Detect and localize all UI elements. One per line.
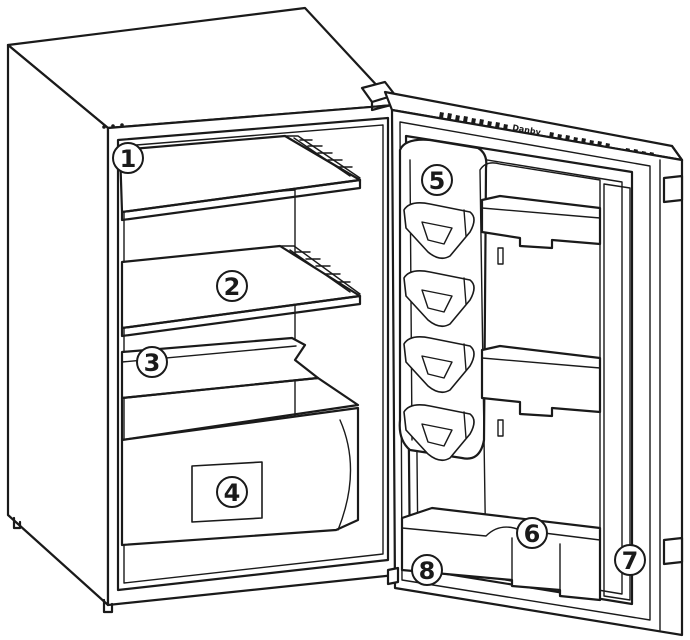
callout-1: 1 (112, 142, 144, 174)
bottom-hinge (386, 566, 400, 586)
side-leg (12, 516, 22, 530)
callout-label: 3 (144, 349, 161, 377)
callout-label: 8 (419, 557, 436, 585)
middle-door-shelf (480, 344, 602, 418)
door-side-bracket-bottom (662, 536, 684, 566)
callout-label: 6 (524, 520, 541, 548)
crisper-drawer (120, 406, 360, 547)
callout-label: 5 (429, 167, 446, 195)
callout-label: 4 (224, 479, 241, 507)
callout-2: 2 (216, 270, 248, 302)
crisper-cover (120, 336, 360, 442)
callout-7: 7 (614, 544, 646, 576)
callout-5: 5 (421, 164, 453, 196)
door-side-bracket-top (662, 174, 684, 204)
callout-8: 8 (411, 554, 443, 586)
callout-label: 7 (622, 547, 639, 575)
callout-3: 3 (136, 346, 168, 378)
callout-6: 6 (516, 517, 548, 549)
top-shelf (118, 134, 362, 222)
front-leg (102, 598, 114, 614)
upper-door-shelf (480, 194, 602, 250)
callout-label: 2 (224, 273, 241, 301)
callout-4: 4 (216, 476, 248, 508)
can-rack (398, 138, 488, 462)
callout-label: 1 (120, 145, 137, 173)
